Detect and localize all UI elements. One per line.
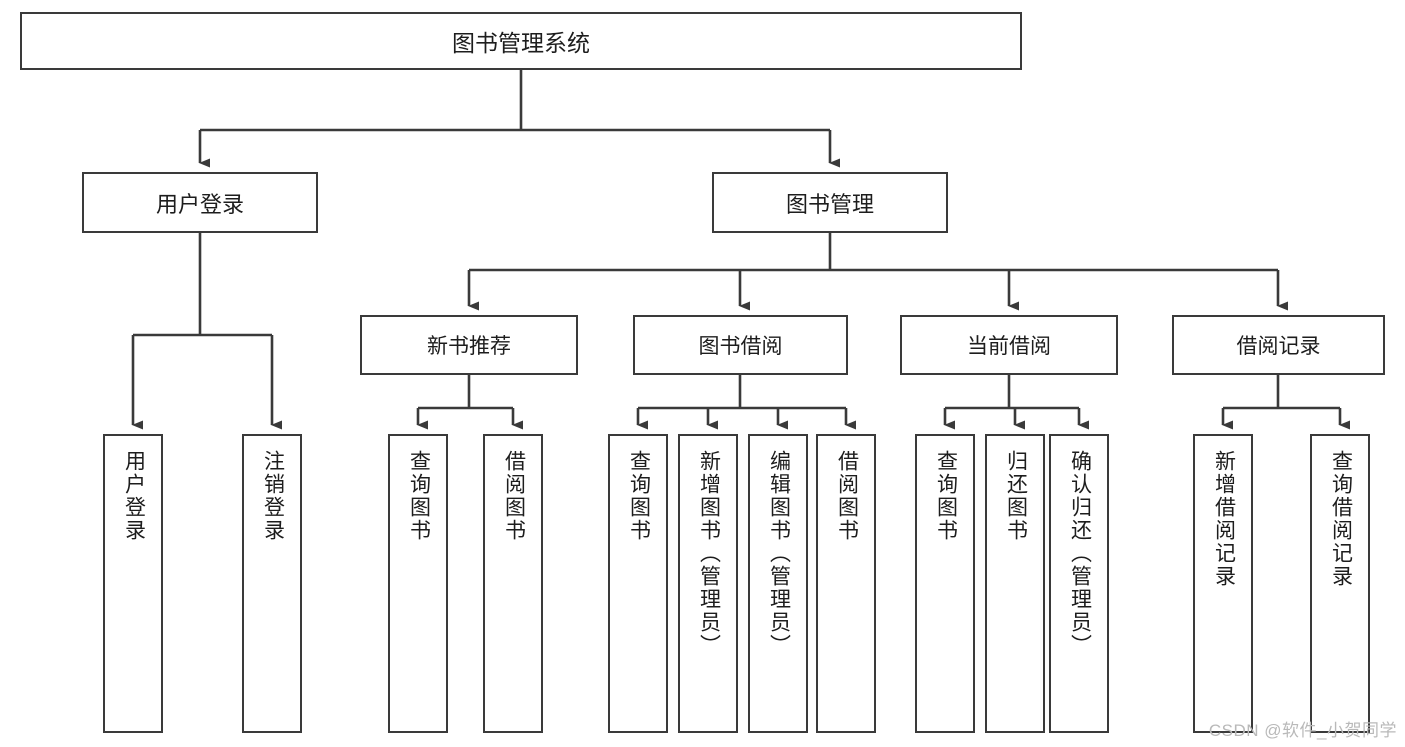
node-user-login[interactable]: 用户登录 xyxy=(82,172,318,233)
leaf-new-book-recommend-0[interactable]: 查询图书 xyxy=(388,434,448,733)
leaf-new-book-recommend-1[interactable]: 借阅图书 xyxy=(483,434,543,733)
node-book-management[interactable]: 图书管理 xyxy=(712,172,948,233)
leaf-label: 编辑图书（管理员） xyxy=(767,450,791,657)
leaf-label: 注销登录 xyxy=(261,450,285,542)
leaf-user-login-0[interactable]: 用户登录 xyxy=(103,434,163,733)
leaf-borrow-record-1[interactable]: 查询借阅记录 xyxy=(1310,434,1370,733)
node-book-borrow[interactable]: 图书借阅 xyxy=(633,315,848,375)
leaf-book-borrow-2[interactable]: 编辑图书（管理员） xyxy=(748,434,808,733)
node-new-book-recommend-label: 新书推荐 xyxy=(427,335,511,358)
node-user-login-label: 用户登录 xyxy=(155,191,244,217)
node-current-borrow-label: 当前借阅 xyxy=(967,335,1051,358)
node-new-book-recommend[interactable]: 新书推荐 xyxy=(360,315,578,375)
node-book-borrow-label: 图书借阅 xyxy=(698,335,783,358)
leaf-current-borrow-2[interactable]: 确认归还（管理员） xyxy=(1049,434,1109,733)
leaf-book-borrow-3[interactable]: 借阅图书 xyxy=(816,434,876,733)
leaf-current-borrow-0[interactable]: 查询图书 xyxy=(915,434,975,733)
leaf-user-login-1[interactable]: 注销登录 xyxy=(242,434,302,733)
leaf-label: 确认归还（管理员） xyxy=(1068,450,1092,657)
node-root-label: 图书管理系统 xyxy=(452,30,590,56)
watermark: CSDN @软件_小贺同学 xyxy=(1208,721,1397,740)
node-root[interactable]: 图书管理系统 xyxy=(20,12,1022,70)
node-borrow-record[interactable]: 借阅记录 xyxy=(1172,315,1385,375)
leaf-label: 用户登录 xyxy=(122,450,146,542)
node-book-management-label: 图书管理 xyxy=(785,191,874,217)
leaf-label: 查询借阅记录 xyxy=(1329,450,1353,588)
leaf-label: 新增图书（管理员） xyxy=(697,450,721,657)
leaf-label: 借阅图书 xyxy=(502,450,526,542)
leaf-label: 借阅图书 xyxy=(835,450,859,542)
leaf-book-borrow-1[interactable]: 新增图书（管理员） xyxy=(678,434,738,733)
leaf-label: 归还图书 xyxy=(1004,450,1028,542)
leaf-label: 查询图书 xyxy=(934,450,958,542)
leaf-borrow-record-0[interactable]: 新增借阅记录 xyxy=(1193,434,1253,733)
leaf-label: 查询图书 xyxy=(627,450,651,542)
leaf-book-borrow-0[interactable]: 查询图书 xyxy=(608,434,668,733)
leaf-label: 新增借阅记录 xyxy=(1212,450,1236,588)
node-current-borrow[interactable]: 当前借阅 xyxy=(900,315,1118,375)
node-borrow-record-label: 借阅记录 xyxy=(1236,335,1321,358)
leaf-label: 查询图书 xyxy=(407,450,431,542)
leaf-current-borrow-1[interactable]: 归还图书 xyxy=(985,434,1045,733)
